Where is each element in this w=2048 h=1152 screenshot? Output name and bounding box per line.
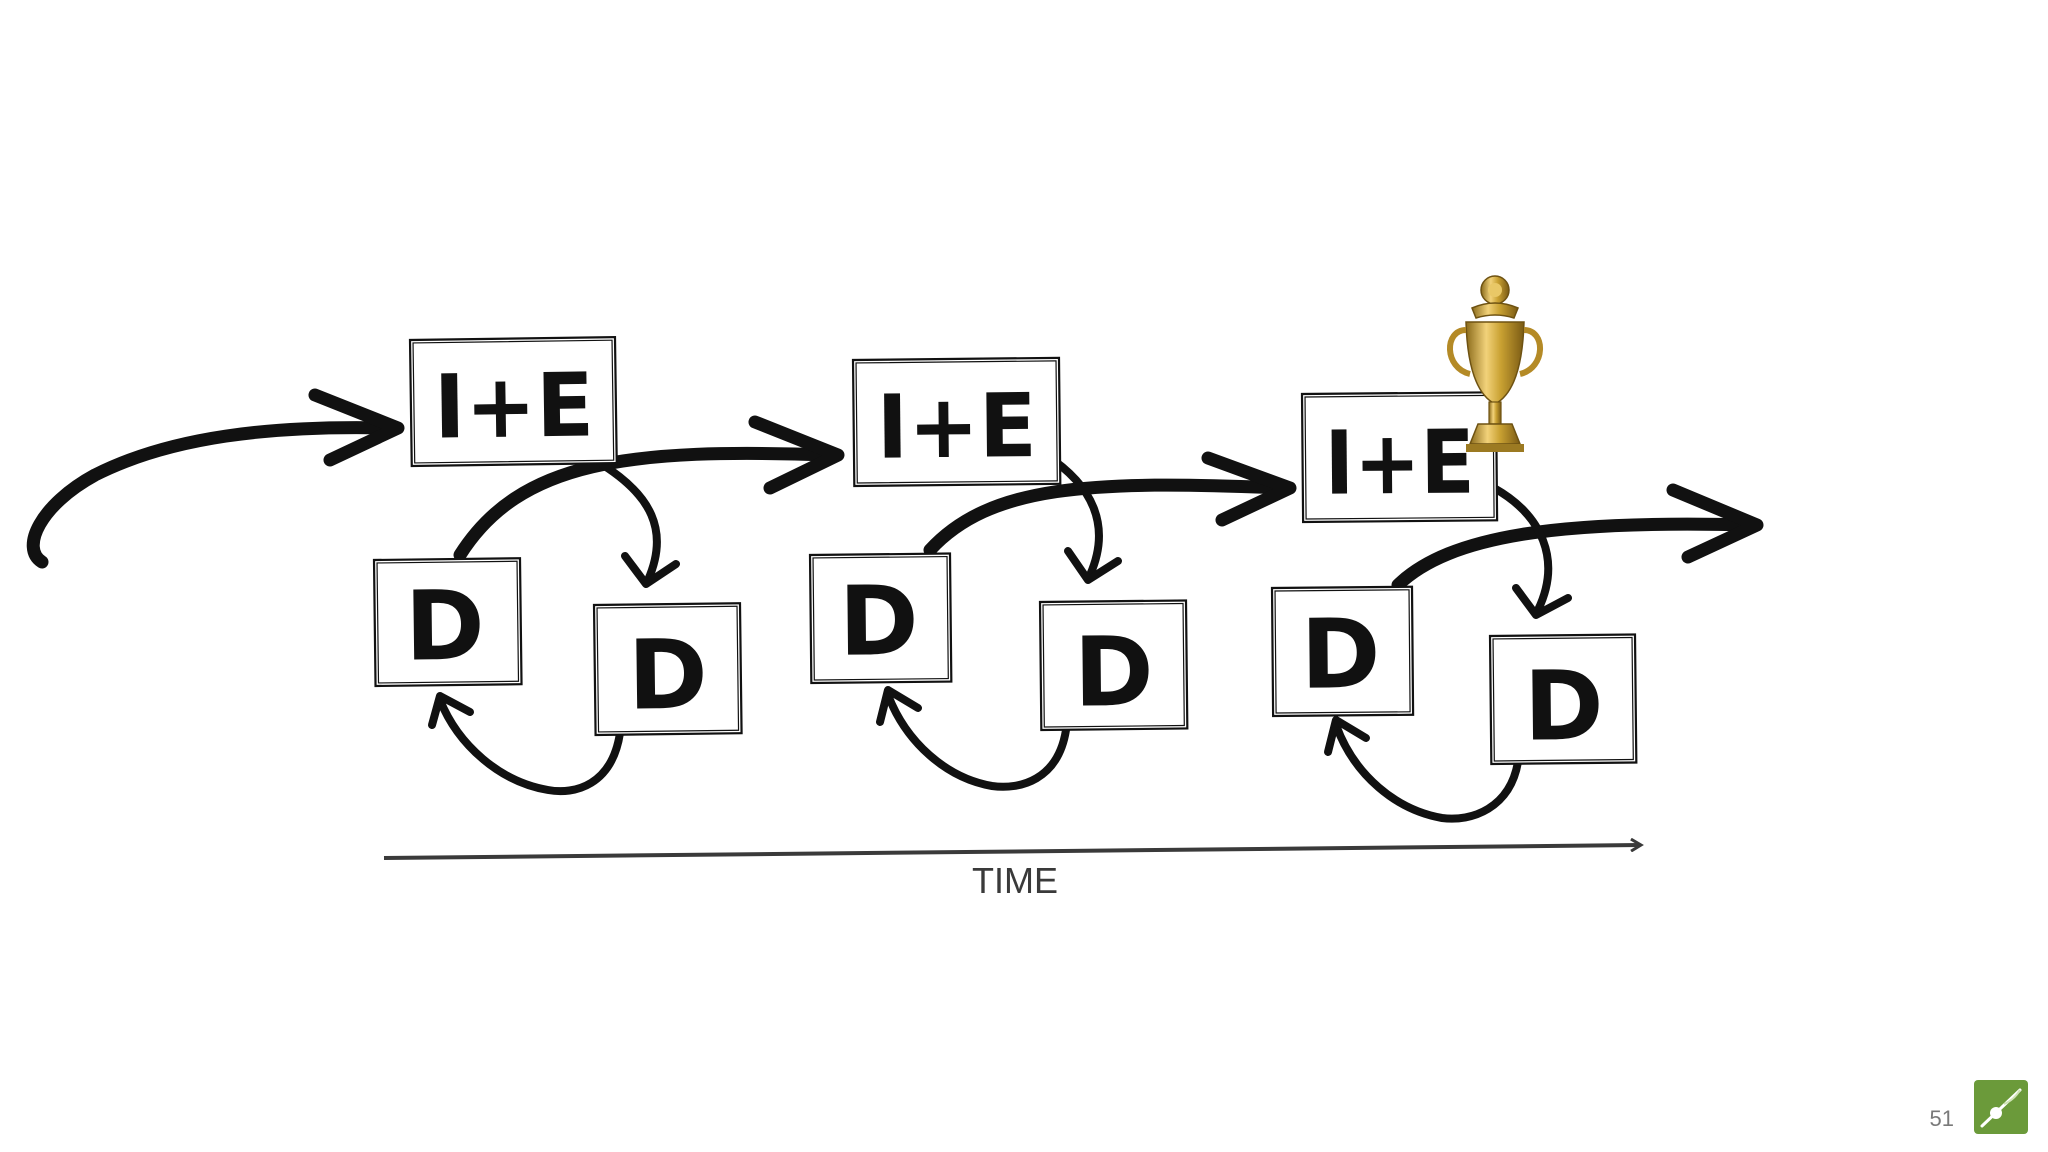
forward-flow [26, 388, 1764, 592]
cycle-arrows [428, 451, 1572, 823]
d-return-arrow-2 [884, 691, 1070, 791]
flow-arrow-1-head [748, 415, 845, 495]
entry-arrow-head [308, 388, 405, 467]
ie-box-label: I+E [876, 374, 1037, 479]
d-box-label: D [627, 619, 708, 732]
ie-box-label: I+E [433, 353, 594, 458]
ie-box-2: I+E [851, 356, 1062, 488]
entry-arrow [26, 421, 397, 569]
trophy-icon [1447, 275, 1543, 452]
d-box-label: D [404, 570, 485, 683]
d-box-label: D [838, 565, 919, 678]
d-box-label: D [1073, 616, 1154, 729]
time-axis-line [383, 845, 1640, 860]
flow-arrow-2-head [1201, 451, 1297, 527]
d-box-2: D [592, 602, 743, 737]
d-return-arrow-2-head [876, 686, 922, 726]
time-axis: TIME [383, 845, 1640, 901]
flow-arrow-3 [1391, 517, 1757, 592]
d-box-5: D [1270, 585, 1415, 718]
flow-arrow-1 [453, 446, 837, 562]
d-box-1: D [372, 557, 523, 688]
ie-to-d-arrow-2-head [1064, 547, 1122, 584]
flow-arrow-2 [923, 478, 1289, 557]
d-return-arrow-1-head [428, 692, 474, 729]
ie-box-label: I+E [1324, 410, 1475, 514]
ie-to-d-arrow-3 [1490, 484, 1553, 614]
d-box-6: D [1488, 633, 1638, 766]
flow-arrow-3-head [1666, 483, 1764, 564]
d-box-3: D [808, 552, 953, 685]
d-return-arrow-3-head [1324, 716, 1370, 756]
logo-icon [1974, 1080, 2028, 1134]
ie-box-3: I+E [1300, 391, 1499, 524]
time-axis-label: TIME [972, 860, 1058, 901]
page-number: 51 [1929, 1106, 1954, 1131]
ie-to-d-arrow-3-head [1512, 584, 1572, 619]
d-return-arrow-1 [436, 696, 624, 796]
d-box-4: D [1038, 599, 1189, 732]
d-box-label: D [1523, 650, 1604, 763]
d-box-label: D [1300, 598, 1381, 711]
ie-to-d-arrow-1 [599, 461, 661, 584]
ie-box-1: I+E [408, 336, 618, 468]
ie-to-d-arrow-1-head [621, 552, 680, 588]
d-return-arrow-3 [1332, 721, 1522, 823]
